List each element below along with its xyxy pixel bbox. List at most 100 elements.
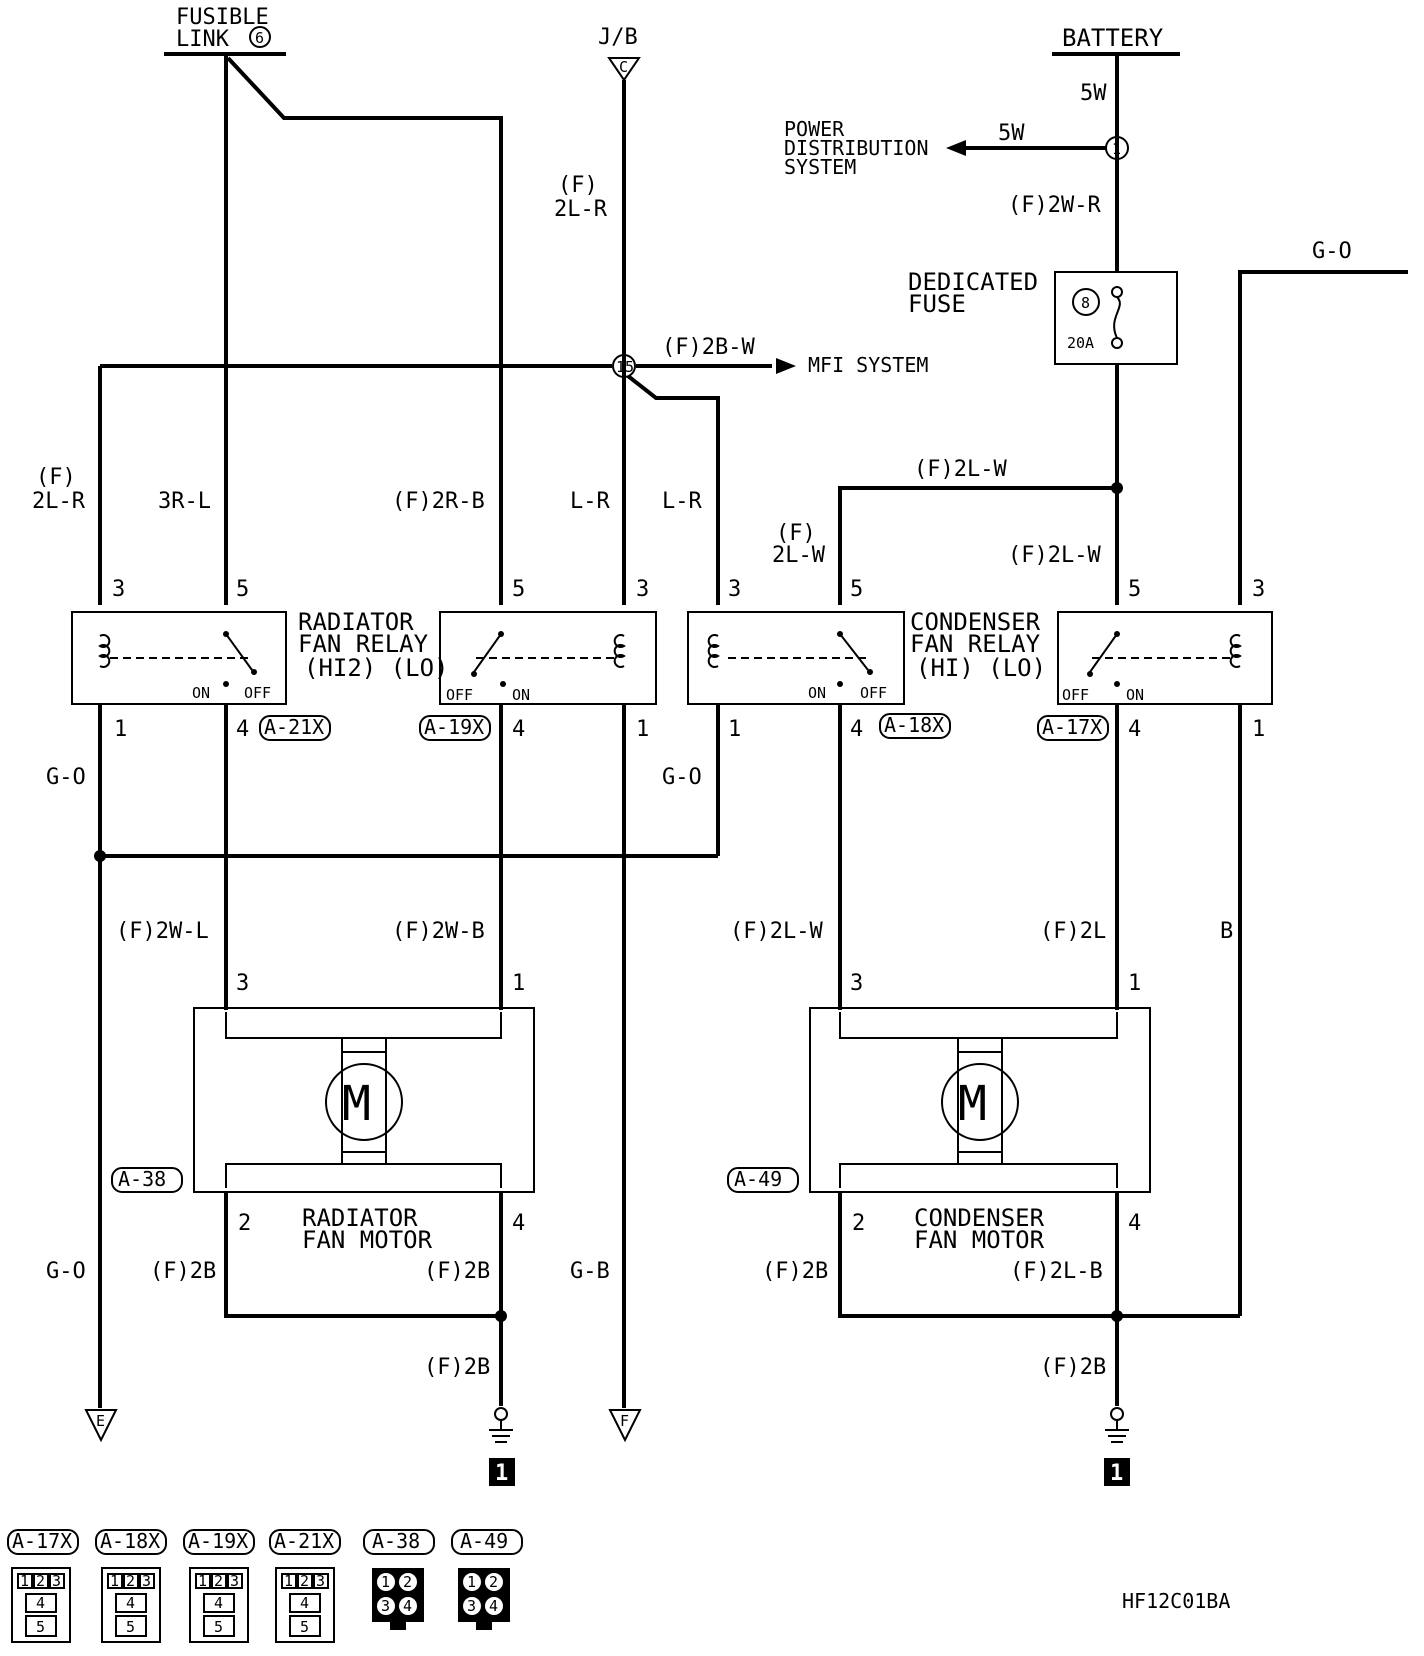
svg-text:(HI) (LO): (HI) (LO) bbox=[916, 654, 1046, 682]
svg-text:A-19X: A-19X bbox=[188, 1529, 248, 1553]
svg-text:DEDICATED: DEDICATED bbox=[908, 268, 1038, 296]
svg-text:(F)2W-R: (F)2W-R bbox=[1008, 193, 1101, 218]
svg-text:BATTERY: BATTERY bbox=[1062, 24, 1164, 52]
svg-text:F: F bbox=[620, 1412, 629, 1430]
battery-source: BATTERY bbox=[1052, 24, 1180, 56]
svg-text:J/B: J/B bbox=[598, 25, 638, 50]
condenser-fan-relay: CONDENSER FAN RELAY (HI) (LO) ON OFF OFF… bbox=[687, 608, 1273, 705]
svg-text:(F)2B: (F)2B bbox=[150, 1259, 216, 1284]
svg-text:LINK: LINK bbox=[176, 27, 230, 52]
connector-a17x: A-17X 1 2 3 4 5 bbox=[7, 1529, 79, 1643]
svg-text:A-49: A-49 bbox=[460, 1529, 508, 1553]
svg-text:ON: ON bbox=[192, 684, 210, 702]
svg-text:3: 3 bbox=[52, 1572, 61, 1590]
svg-text:2: 2 bbox=[214, 1572, 223, 1590]
svg-text:6: 6 bbox=[255, 29, 264, 47]
svg-text:M: M bbox=[958, 1076, 987, 1132]
svg-text:FAN MOTOR: FAN MOTOR bbox=[914, 1226, 1045, 1254]
svg-text:CONDENSER: CONDENSER bbox=[914, 1204, 1045, 1232]
svg-text:5: 5 bbox=[126, 1618, 135, 1636]
motor-icon bbox=[325, 1063, 403, 1141]
svg-text:2: 2 bbox=[852, 1211, 865, 1236]
svg-text:1: 1 bbox=[512, 971, 525, 996]
connector-a18x: A-18X 1 2 3 4 5 bbox=[95, 1529, 167, 1643]
svg-text:A-17X: A-17X bbox=[12, 1529, 72, 1553]
dedicated-fuse: DEDICATED FUSE 8 20A bbox=[908, 268, 1178, 605]
svg-text:1: 1 bbox=[198, 1572, 207, 1590]
condenser-feed: (F)2L-W bbox=[838, 457, 1123, 605]
svg-text:2L-W: 2L-W bbox=[772, 543, 826, 568]
svg-text:G-O: G-O bbox=[662, 765, 702, 790]
connector-legend: A-17X 1 2 3 4 5 A-18X 1 2 3 4 5 A-19X 1 … bbox=[7, 1529, 523, 1643]
svg-text:(F)2R-B: (F)2R-B bbox=[392, 489, 485, 514]
jb-source: J/B C bbox=[598, 25, 641, 82]
relay-connector-tags: A-21X A-19X A-18X A-17X bbox=[259, 713, 1109, 741]
svg-text:L-R: L-R bbox=[662, 489, 702, 514]
svg-text:G-O: G-O bbox=[46, 765, 86, 790]
fusible-link: FUSIBLE LINK 6 bbox=[164, 5, 286, 56]
svg-text:5W: 5W bbox=[998, 121, 1025, 146]
svg-text:G-O: G-O bbox=[1312, 239, 1352, 264]
fusible-link-number-circle bbox=[249, 26, 271, 48]
svg-text:G-B: G-B bbox=[570, 1259, 610, 1284]
svg-text:M: M bbox=[342, 1076, 371, 1132]
arrow-right-icon bbox=[776, 358, 796, 374]
svg-text:(F)2L: (F)2L bbox=[1040, 919, 1106, 944]
svg-text:1: 1 bbox=[284, 1572, 293, 1590]
svg-text:CONDENSER: CONDENSER bbox=[910, 608, 1041, 636]
svg-text:2: 2 bbox=[36, 1572, 45, 1590]
svg-text:B: B bbox=[1220, 919, 1233, 944]
svg-text:1: 1 bbox=[1110, 1461, 1123, 1486]
lower-wires: G-O (F)2B (F)2B G-B (F)2B (F)2L-B (F)2B … bbox=[46, 1192, 1240, 1406]
jb-wire: (F) 2L-R (F)2B-W MFI SYSTEM 15 bbox=[98, 80, 928, 605]
radiator-fan-relay: RADIATOR FAN RELAY (HI2) (LO) ON OFF OFF… bbox=[71, 608, 657, 705]
svg-text:DISTRIBUTION: DISTRIBUTION bbox=[784, 136, 929, 160]
svg-text:5: 5 bbox=[214, 1618, 223, 1636]
svg-text:2: 2 bbox=[489, 1573, 498, 1591]
svg-text:1: 1 bbox=[636, 717, 649, 742]
connector-a19x: A-19X 1 2 3 4 5 bbox=[183, 1529, 255, 1643]
svg-text:(F)2L-W: (F)2L-W bbox=[730, 919, 823, 944]
svg-text:(F)2B-W: (F)2B-W bbox=[662, 335, 755, 360]
svg-text:OFF: OFF bbox=[446, 686, 473, 704]
svg-text:(F)2B: (F)2B bbox=[424, 1259, 490, 1284]
svg-text:FAN RELAY: FAN RELAY bbox=[910, 630, 1041, 658]
svg-text:4: 4 bbox=[512, 1211, 525, 1236]
svg-text:2: 2 bbox=[238, 1211, 251, 1236]
svg-text:1: 1 bbox=[1252, 717, 1265, 742]
svg-text:2: 2 bbox=[126, 1572, 135, 1590]
svg-text:3: 3 bbox=[850, 971, 863, 996]
svg-text:4: 4 bbox=[36, 1594, 45, 1612]
svg-text:(F)2L-B: (F)2L-B bbox=[1010, 1259, 1103, 1284]
svg-text:A-38: A-38 bbox=[118, 1167, 166, 1191]
svg-text:C: C bbox=[619, 58, 628, 76]
svg-text:L-R: L-R bbox=[570, 489, 610, 514]
svg-text:4: 4 bbox=[1128, 717, 1141, 742]
svg-text:OFF: OFF bbox=[1062, 686, 1089, 704]
svg-text:SYSTEM: SYSTEM bbox=[784, 155, 856, 179]
svg-text:(F): (F) bbox=[776, 521, 816, 546]
svg-text:FUSIBLE: FUSIBLE bbox=[176, 5, 269, 30]
svg-text:MFI SYSTEM: MFI SYSTEM bbox=[808, 353, 928, 377]
svg-text:4: 4 bbox=[1128, 1211, 1141, 1236]
svg-text:3R-L: 3R-L bbox=[158, 489, 211, 514]
relay-pin-numbers: 3 5 5 3 3 5 5 3 1 4 4 1 1 4 4 1 bbox=[112, 577, 1265, 742]
svg-text:ON: ON bbox=[808, 684, 826, 702]
svg-text:3: 3 bbox=[230, 1572, 239, 1590]
svg-text:3: 3 bbox=[1252, 577, 1265, 602]
svg-text:ON: ON bbox=[512, 686, 530, 704]
fuse-number-circle bbox=[1072, 288, 1100, 316]
svg-text:1: 1 bbox=[20, 1572, 29, 1590]
svg-text:FAN MOTOR: FAN MOTOR bbox=[302, 1226, 433, 1254]
svg-text:(F): (F) bbox=[36, 465, 76, 490]
svg-text:E: E bbox=[96, 1412, 105, 1430]
svg-text:A-18X: A-18X bbox=[884, 713, 944, 737]
svg-text:FAN RELAY: FAN RELAY bbox=[298, 630, 429, 658]
svg-text:3: 3 bbox=[728, 577, 741, 602]
svg-text:A-19X: A-19X bbox=[424, 715, 484, 739]
svg-text:OFF: OFF bbox=[244, 684, 271, 702]
svg-text:(F)2B: (F)2B bbox=[762, 1259, 828, 1284]
svg-text:(F)2W-B: (F)2W-B bbox=[392, 919, 485, 944]
diagram-code: HF12C01BA bbox=[1122, 1589, 1230, 1613]
